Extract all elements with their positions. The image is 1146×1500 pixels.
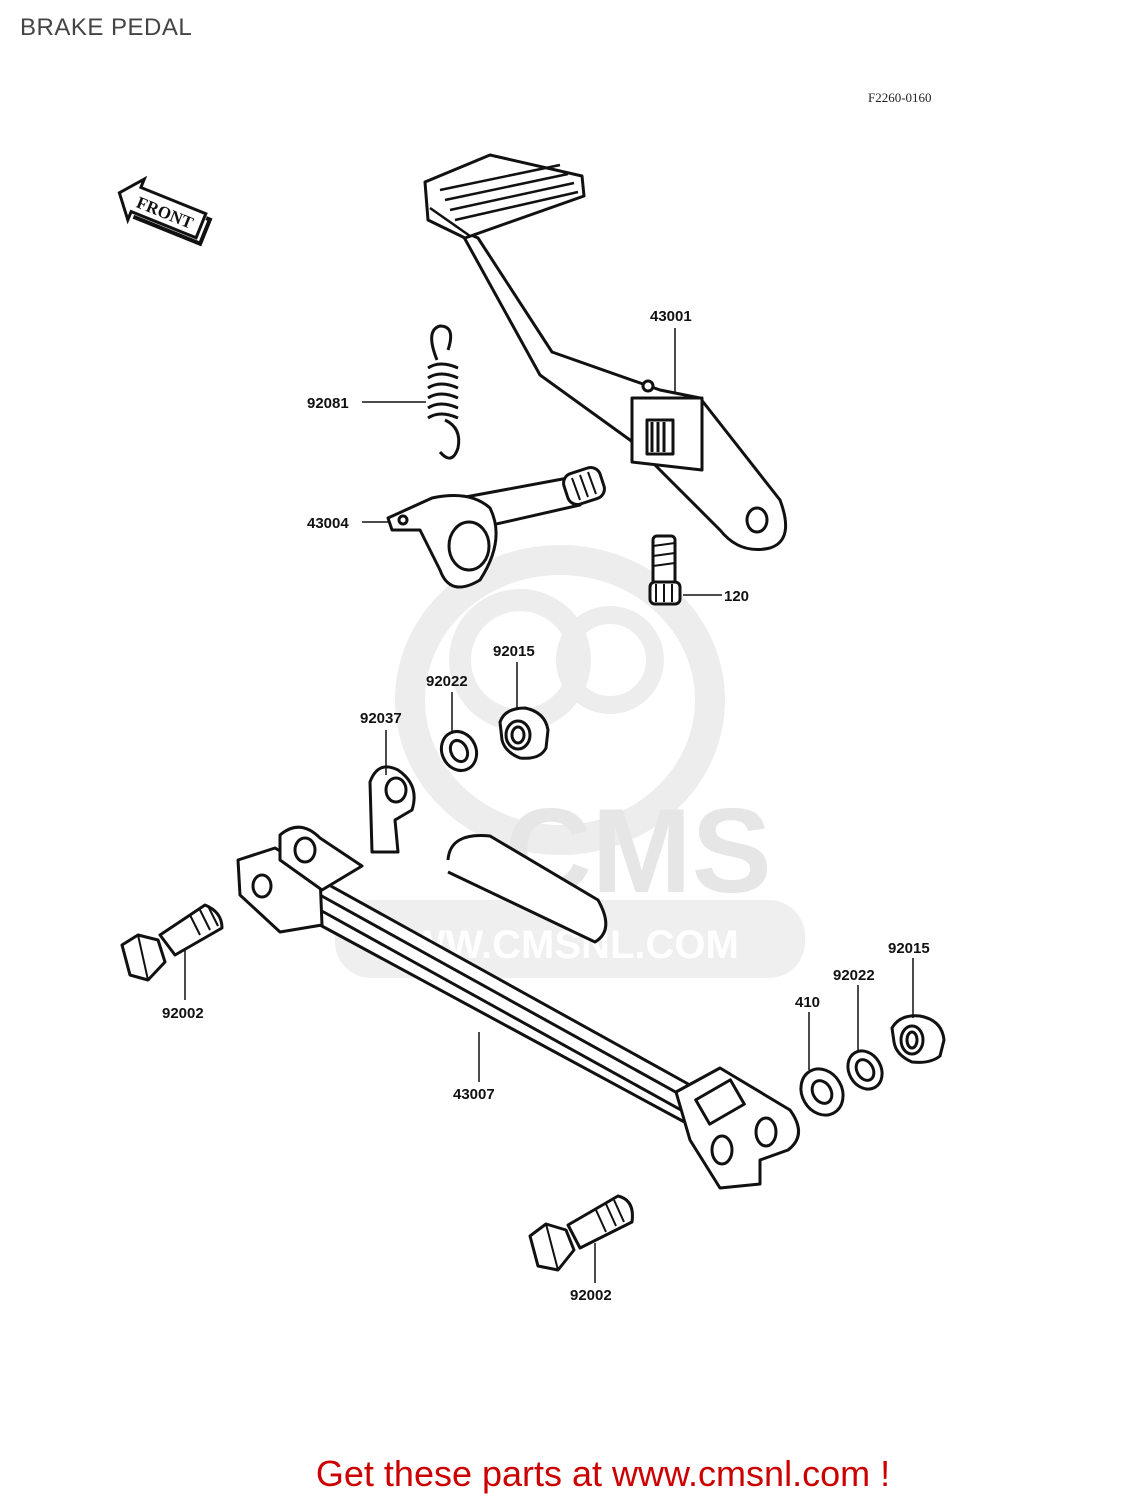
part-label: 92022	[426, 673, 468, 690]
part-label: 410	[795, 994, 820, 1011]
rod-bolt-left	[120, 903, 224, 982]
part-label: 43007	[453, 1086, 495, 1103]
part-label: 92015	[888, 940, 930, 957]
part-label: 92081	[307, 395, 349, 412]
part-label: 92002	[570, 1287, 612, 1304]
part-label: 43001	[650, 308, 692, 325]
rod-bolt-bottom	[528, 1194, 634, 1272]
part-labels: 43001 92081 43004 120 92015 92022 92037 …	[162, 308, 930, 1304]
part-label: 92022	[833, 967, 875, 984]
buy-parts-link[interactable]: Get these parts at www.cmsnl.com !	[0, 1453, 1146, 1495]
part-label: 120	[724, 588, 749, 605]
nut-upper	[498, 706, 550, 760]
part-label: 43004	[307, 515, 349, 532]
part-label: 92015	[493, 643, 535, 660]
front-arrow-icon: FRONT	[117, 175, 213, 247]
part-label: 92037	[360, 710, 402, 727]
exploded-parts-diagram: CMS WWW.CMSNL.COM FRONT	[117, 153, 946, 1304]
cable-clamp	[368, 765, 416, 854]
part-label: 92002	[162, 1005, 204, 1022]
page-title: BRAKE PEDAL	[20, 14, 193, 41]
leader-lines	[184, 328, 914, 1283]
buy-parts-text[interactable]: Get these parts at www.cmsnl.com !	[315, 1453, 891, 1494]
figure-code: F2260-0160	[868, 90, 932, 105]
nut-lower	[890, 1014, 946, 1064]
pedal-bolt	[648, 534, 682, 606]
brake-pedal	[423, 153, 788, 551]
spring-washer-upper	[439, 730, 479, 772]
spring-washer-lower	[846, 1049, 884, 1091]
return-spring	[427, 324, 461, 460]
pedal-shaft	[386, 466, 606, 589]
plain-washer	[799, 1067, 845, 1117]
brake-rod	[236, 825, 800, 1190]
